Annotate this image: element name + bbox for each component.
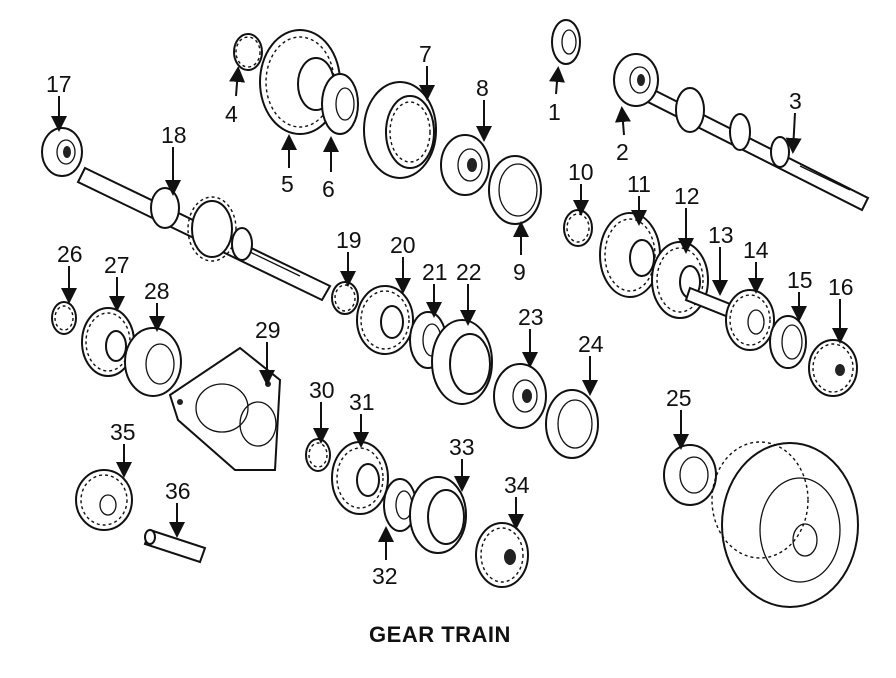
- ring-24: [545, 389, 599, 459]
- callout-8: 8: [476, 75, 489, 101]
- callout-32: 32: [372, 563, 398, 589]
- callout-6: 6: [322, 176, 335, 202]
- callout-2: 2: [616, 139, 629, 165]
- seal-1: [551, 19, 581, 65]
- callout-18: 18: [161, 122, 187, 148]
- diagram-caption: GEAR TRAIN: [369, 622, 511, 647]
- callout-9: 9: [513, 259, 526, 285]
- shaft-36: [143, 528, 207, 564]
- callout-7: 7: [419, 41, 432, 67]
- gear-31: [331, 441, 389, 515]
- callout-22: 22: [456, 259, 482, 285]
- callout-34: 34: [504, 472, 530, 498]
- callout-36: 36: [165, 478, 191, 504]
- gear-34: [475, 522, 529, 588]
- callout-35: 35: [110, 419, 136, 445]
- sleeve-33: [409, 476, 467, 554]
- callout-24: 24: [578, 331, 604, 357]
- synchro-6: [321, 73, 359, 135]
- callout-33: 33: [449, 434, 475, 460]
- callout-14: 14: [743, 237, 769, 263]
- differential-gear: [711, 441, 859, 608]
- callout-28: 28: [144, 278, 170, 304]
- gear-14: [725, 289, 775, 351]
- bearing-17: [41, 127, 83, 177]
- bearing-30: [305, 438, 331, 472]
- bearing-8: [440, 134, 490, 196]
- bearing-4: [233, 33, 263, 71]
- sleeve-22: [431, 319, 493, 405]
- callout-13: 13: [708, 222, 734, 248]
- callout-27: 27: [104, 252, 130, 278]
- callout-16: 16: [828, 274, 854, 300]
- bearing-26: [51, 301, 77, 335]
- callout-23: 23: [518, 304, 544, 330]
- callout-15: 15: [787, 267, 813, 293]
- callout-12: 12: [674, 183, 700, 209]
- sleeve-7: [363, 81, 437, 179]
- callout-17: 17: [46, 71, 72, 97]
- callout-31: 31: [349, 389, 375, 415]
- plate-29: [168, 346, 282, 471]
- callout-4: 4: [225, 101, 238, 127]
- callout-10: 10: [568, 159, 594, 185]
- ring-9: [488, 155, 542, 225]
- bearing-2: [613, 53, 659, 107]
- sleeve-28: [124, 327, 182, 397]
- callout-5: 5: [281, 171, 294, 197]
- callout-20: 20: [390, 232, 416, 258]
- callout-30: 30: [309, 377, 335, 403]
- callout-labels: 1 2 3 4 5 6 7 8 9 10 11 12 13 14 15 16 1…: [46, 41, 854, 589]
- bearing-19: [331, 281, 359, 315]
- gear-12: [651, 241, 709, 319]
- input-shaft: [76, 166, 332, 302]
- gear-35: [75, 469, 133, 531]
- callout-25: 25: [666, 385, 692, 411]
- bearing-16: [808, 339, 858, 397]
- callout-19: 19: [336, 227, 362, 253]
- callout-11: 11: [627, 171, 651, 197]
- bearing-23: [493, 363, 547, 429]
- callout-1: 1: [548, 99, 561, 125]
- callout-26: 26: [57, 241, 83, 267]
- ring-15: [769, 315, 807, 369]
- gear-11: [599, 212, 661, 298]
- bearing-10: [563, 209, 593, 247]
- callout-29: 29: [255, 317, 281, 343]
- callout-3: 3: [789, 88, 802, 114]
- leader-lines: [51, 66, 848, 560]
- seal-25: [663, 444, 717, 506]
- gear-27: [81, 307, 135, 377]
- callout-21: 21: [422, 259, 448, 285]
- gear-20: [356, 285, 414, 355]
